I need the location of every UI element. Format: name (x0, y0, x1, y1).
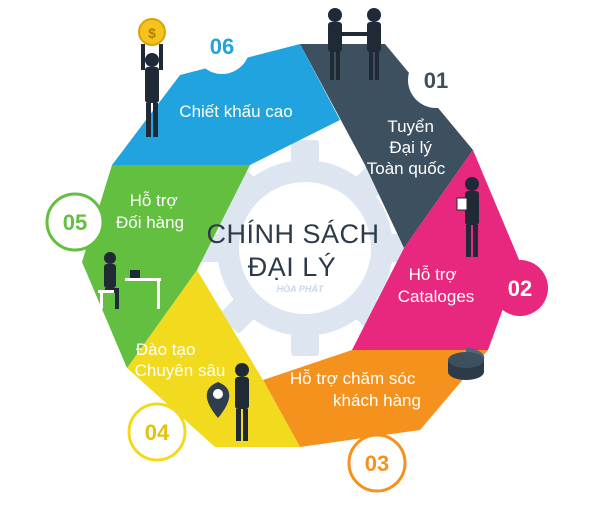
badge-03: 03 (347, 433, 407, 493)
svg-text:$: $ (148, 25, 156, 41)
segment-05-label: Hỗ trợ Đối hàng (116, 191, 184, 232)
badge-03-number: 03 (365, 451, 389, 476)
segment-01-label: Tuyển Đại lý Toàn quốc (367, 117, 446, 178)
segment-03-shape (263, 350, 488, 447)
segment-06-shape (112, 44, 340, 165)
badge-01-number: 01 (424, 68, 448, 93)
center-title-line1: CHÍNH SÁCH (206, 219, 379, 249)
badge-02: 02 (492, 260, 548, 316)
person-reading-icon (456, 177, 479, 257)
location-pin-person-icon (206, 363, 249, 441)
badge-02-number: 02 (508, 276, 532, 301)
segment-03-label: Hỗ trợ chăm sóc khách hàng (290, 369, 421, 410)
segment-04-label: Đào tạo Chuyên sâu (135, 340, 226, 380)
center-title-line2: ĐẠI LÝ (248, 252, 337, 282)
badge-04: 04 (127, 402, 187, 462)
badge-06-number: 06 (210, 34, 234, 59)
person-holding-coin-icon: $ (138, 18, 166, 137)
watermark-logo-text: HÒA PHÁT (277, 283, 325, 294)
handshake-people-icon (328, 8, 381, 80)
segment-01-shape (300, 44, 473, 248)
segment-04-shape (127, 270, 300, 447)
person-at-desk-icon (98, 252, 161, 309)
segment-05-shape (82, 165, 250, 368)
segment-06-label: Chiết khấu cao (179, 102, 292, 121)
segment-02-label: Hỗ trợ Cataloges (398, 265, 475, 306)
center-disc (245, 188, 365, 308)
badge-01: 01 (408, 52, 464, 108)
badge-05: 05 (45, 192, 105, 252)
badge-06: 06 (194, 18, 250, 74)
pie-chart-icon (448, 347, 485, 380)
badge-05-number: 05 (63, 210, 87, 235)
badge-04-number: 04 (145, 420, 170, 445)
